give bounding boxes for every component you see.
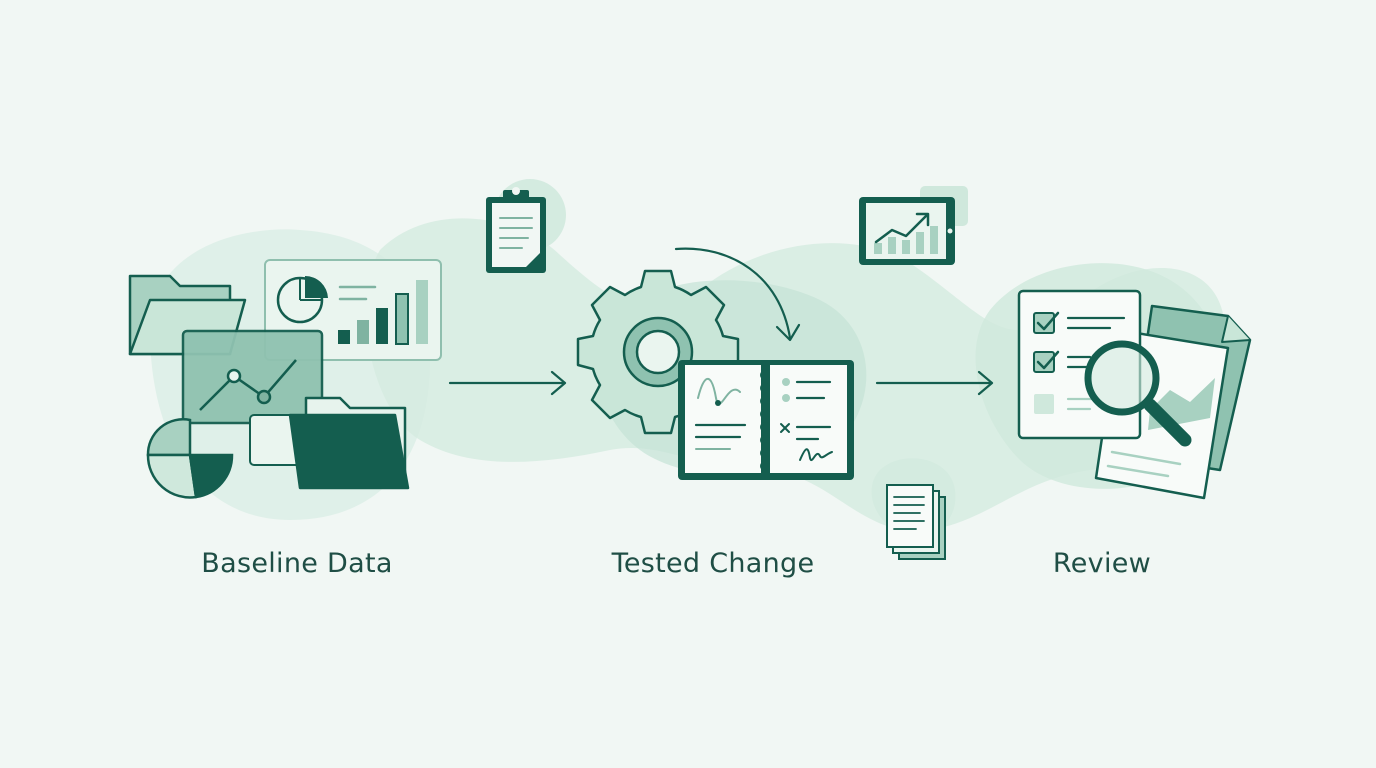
connector-arrow bbox=[875, 370, 994, 396]
baseline-cluster bbox=[128, 187, 546, 499]
pie-chart-icon bbox=[276, 276, 328, 324]
card-text-lines bbox=[338, 285, 377, 301]
folder-icon bbox=[288, 396, 410, 490]
pie-chart-icon bbox=[146, 418, 234, 499]
clipboard-icon bbox=[486, 187, 546, 273]
curved-arrow-icon bbox=[674, 247, 801, 342]
review-cluster bbox=[886, 289, 1252, 560]
line-chart-panel bbox=[181, 329, 324, 425]
bar-chart-icon bbox=[338, 280, 428, 345]
document-stack-icon bbox=[886, 484, 946, 560]
line-chart-icon bbox=[199, 359, 297, 411]
notebook-icon bbox=[678, 360, 854, 480]
tablet-chart-icon bbox=[859, 197, 955, 265]
tested-cluster bbox=[576, 197, 955, 480]
stage-label-tested: Tested Change bbox=[611, 548, 815, 579]
magnifier-icon bbox=[1084, 340, 1192, 447]
connector-arrow bbox=[448, 370, 567, 396]
stage-label-review: Review bbox=[1052, 548, 1152, 579]
stage-label-baseline: Baseline Data bbox=[201, 548, 393, 579]
